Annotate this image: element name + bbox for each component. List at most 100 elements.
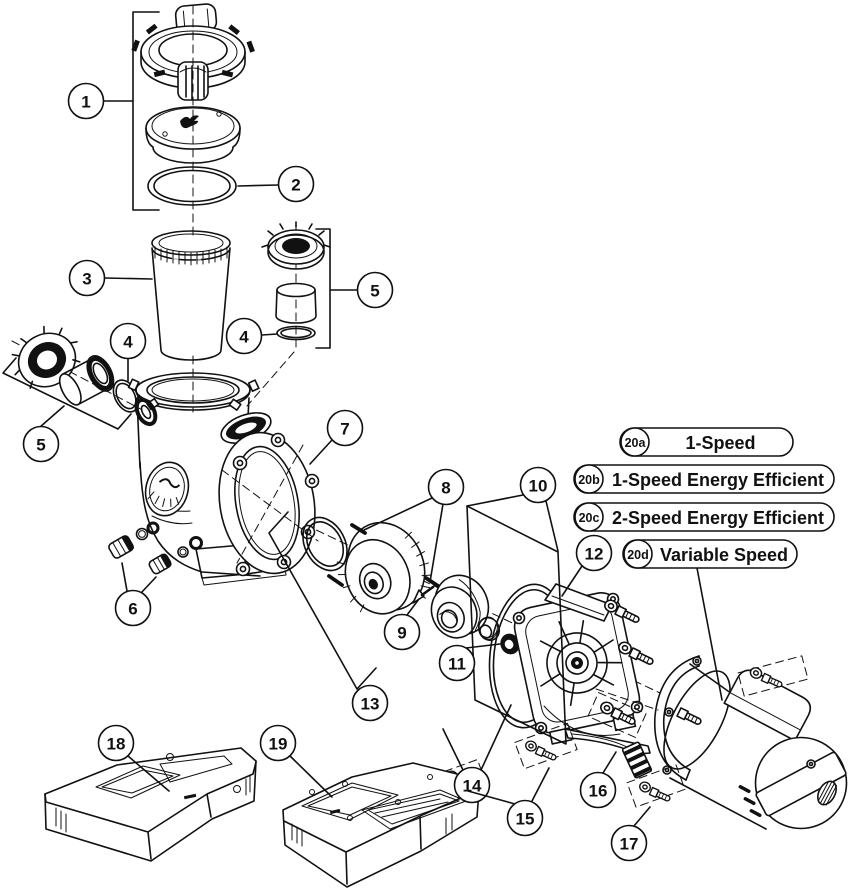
leader-line [261, 333, 278, 336]
leader-line [237, 184, 279, 187]
callout-number-9: 9 [397, 624, 406, 643]
impeller [430, 574, 490, 639]
callout-circle-16 [579, 771, 617, 809]
callout-9: 9 [383, 598, 421, 651]
callout-circle-12 [575, 534, 613, 572]
callout-16: 16 [579, 751, 617, 809]
motor-vents [738, 785, 762, 818]
callout-number-13: 13 [361, 695, 380, 714]
callout-6: 6 [114, 562, 157, 627]
option-label: Variable Speed [660, 545, 788, 565]
callout-number-16: 16 [589, 782, 608, 801]
callout-number-7: 7 [340, 420, 349, 439]
option-tag-circle [620, 427, 650, 457]
motor [653, 655, 848, 830]
callout-circle-13 [351, 684, 389, 722]
diffuser-screws [327, 523, 440, 588]
callout-number-5-right: 5 [370, 282, 379, 301]
leader-line [545, 500, 559, 552]
mounting-ring [218, 431, 320, 577]
callout-18: 18 [97, 724, 170, 792]
diffuser-o-ring [302, 516, 348, 572]
callout-number-10: 10 [529, 477, 548, 496]
callout-circle-5-left [22, 425, 60, 463]
callout-number-3: 3 [82, 270, 91, 289]
callout-circle-1 [67, 82, 105, 120]
seal-plate-lower-rib [543, 705, 621, 736]
jandy-logo-medallion [144, 461, 190, 517]
option-label: 2-Speed Energy Efficient [612, 508, 824, 528]
option-tag-label: 20c [579, 511, 600, 525]
end-cap-handle-plate [755, 751, 847, 817]
leader-line [121, 562, 128, 592]
callout-bracket [132, 11, 160, 211]
leader-line [561, 565, 583, 597]
ring-bolt-ears [232, 432, 320, 577]
boxed-bolt [587, 692, 647, 738]
callout-circle-4-left [109, 322, 147, 360]
leader-line [466, 494, 524, 507]
pot-inlet-port [134, 397, 158, 427]
callout-number-8: 8 [441, 479, 450, 498]
leader-line [429, 503, 444, 583]
strainer-basket [151, 230, 231, 361]
option-pill [619, 427, 794, 457]
callout-bracket [315, 228, 331, 349]
pump-housing [127, 372, 320, 586]
callout-bracket [2, 357, 132, 430]
union-nut-right [261, 221, 331, 270]
callout-17: 17 [610, 806, 651, 862]
callout-number-18: 18 [107, 735, 126, 754]
union-assembly-left [11, 325, 140, 413]
callout-3: 3 [68, 259, 153, 297]
callout-number-4-left: 4 [123, 333, 133, 352]
leader-line [289, 755, 333, 798]
pump-base-tray [282, 762, 480, 888]
callout-8: 8 [363, 468, 465, 583]
lid-o-ring [147, 166, 237, 206]
motor-option-20c: 20c 2-Speed Energy Efficient [573, 502, 835, 532]
hardware-17 [626, 764, 686, 808]
leader-line [309, 439, 333, 465]
callout-1: 1 [67, 11, 160, 211]
leader-line [696, 567, 723, 701]
leader-line [363, 497, 433, 531]
callout-2: 2 [237, 165, 315, 203]
option-pill [622, 539, 798, 569]
leader-line [39, 405, 65, 428]
leader-line [127, 755, 170, 792]
callout-circle-6 [114, 589, 152, 627]
leader-line [442, 728, 464, 771]
callout-4-right: 4 [225, 317, 278, 355]
union-tailpiece-right [275, 282, 317, 324]
callout-bracket [268, 511, 377, 690]
drain-plugs [108, 527, 189, 575]
leader-line [531, 767, 550, 802]
option-tag-label: 20d [627, 548, 649, 562]
leader-line [480, 704, 512, 771]
callout-15: 15 [467, 767, 550, 837]
callout-circle-10 [519, 466, 557, 504]
callout-number-12: 12 [585, 545, 604, 564]
option-tag-circle [574, 464, 604, 494]
callout-4-left: 4 [109, 322, 147, 382]
callout-5-right: 5 [315, 228, 394, 349]
callout-5-left: 5 [2, 357, 132, 463]
callout-10: 10 [466, 466, 567, 745]
callout-circle-17 [610, 824, 648, 862]
motor-flange [653, 655, 702, 781]
option-pill [573, 464, 835, 494]
callout-number-1: 1 [81, 93, 90, 112]
leader-line [406, 598, 420, 616]
callout-circle-11 [438, 644, 476, 682]
option-tag-circle [574, 502, 604, 532]
pump-base-solid [44, 747, 257, 862]
mounting-bracket [564, 728, 653, 779]
callout-circle-2 [277, 165, 315, 203]
leader-line [465, 643, 501, 649]
callout-bracket [466, 505, 567, 745]
